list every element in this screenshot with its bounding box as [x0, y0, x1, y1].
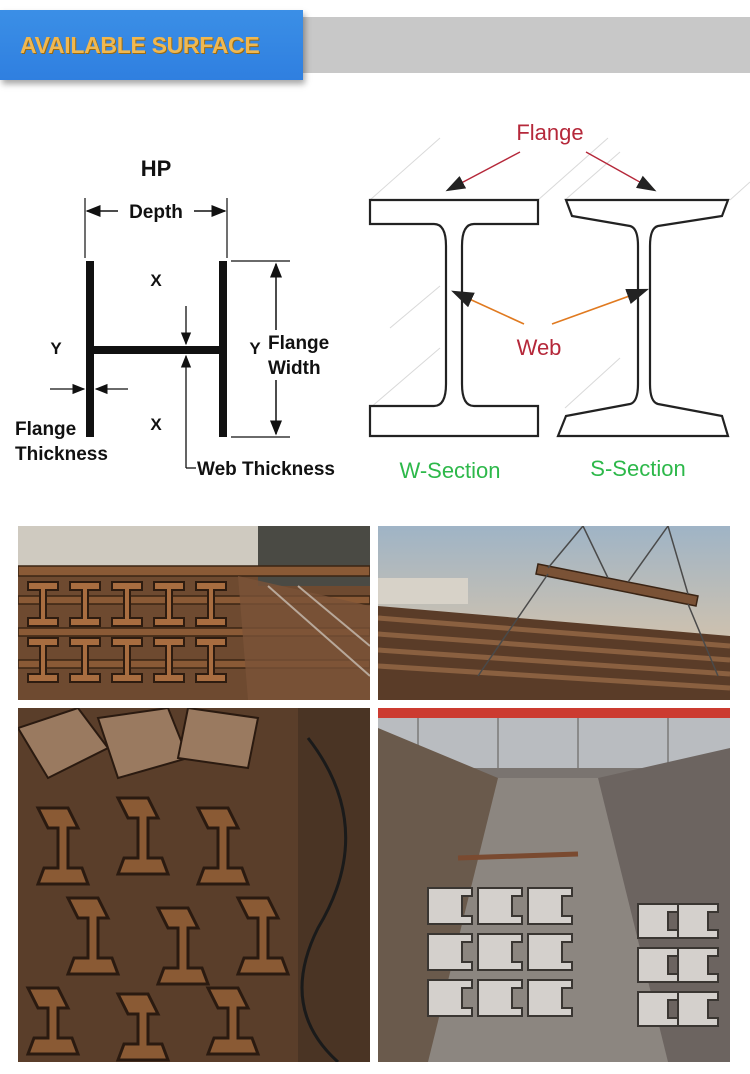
- steel-rail-pile-photo: [18, 708, 370, 1062]
- axis-y-left: Y: [50, 339, 62, 358]
- header-tab: AVAILABLE SURFACE: [0, 10, 303, 80]
- steel-h-beam-stack-photo: [18, 526, 370, 700]
- w-section-shape: [368, 198, 540, 438]
- hp-title: HP: [141, 156, 172, 181]
- section-title: AVAILABLE SURFACE: [20, 32, 260, 58]
- depth-label: Depth: [129, 202, 183, 223]
- web-thickness-label: Web Thickness: [197, 459, 335, 480]
- flange-label: Flange: [516, 120, 583, 145]
- hp-diagram: HP Depth X X Y Y Web Thickness: [15, 156, 335, 480]
- web-label: Web: [517, 335, 562, 360]
- s-section-label: S-Section: [590, 456, 685, 481]
- section-diagram: Flange Web W-Section S-Section: [368, 120, 750, 483]
- w-section-label: W-Section: [399, 458, 500, 483]
- beam-diagram-panel: HP Depth X X Y Y Web Thickness: [10, 118, 750, 484]
- hp-web: [90, 346, 223, 354]
- axis-x-top: X: [150, 271, 162, 290]
- axis-x-bottom: X: [150, 415, 162, 434]
- steel-channel-warehouse-photo: [378, 708, 730, 1062]
- steel-beam-crane-lift-photo: [378, 526, 730, 700]
- axis-y-right: Y: [249, 339, 261, 358]
- header-gray-bar: [300, 17, 750, 73]
